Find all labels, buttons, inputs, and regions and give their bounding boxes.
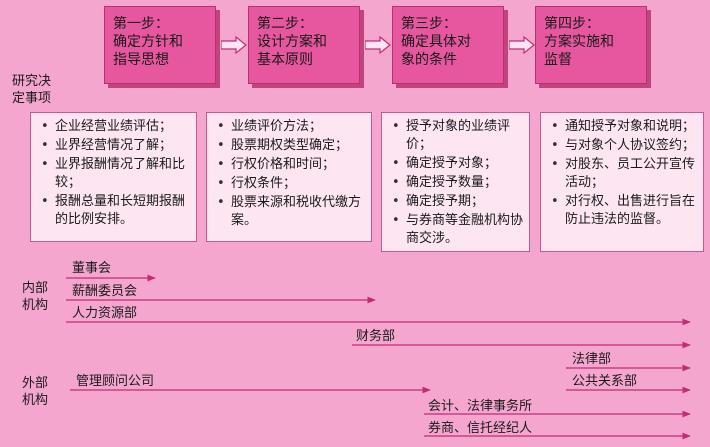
- detail-item: 确定授予对象；: [392, 155, 523, 173]
- org-pr-department: 公共关系部: [572, 374, 638, 389]
- detail-item: 对股东、员工公开宣传活动；: [551, 156, 697, 192]
- detail-item: 通知授予对象和说明；: [551, 118, 697, 136]
- detail-item: 业界报酬情况了解和比较；: [41, 156, 190, 192]
- external-orgs-label: 外部 机构: [22, 376, 49, 408]
- org-hr-department: 人力资源部: [72, 306, 138, 321]
- detail-item: 与券商等金融机构协商交涉。: [392, 212, 523, 248]
- research-items-label: 研究决 定事项: [12, 74, 52, 106]
- detail-item: 股票期权类型确定；: [217, 137, 365, 155]
- step-1-text-line1: 确定方针和: [113, 34, 183, 50]
- step-3-box: 第三步： 确定具体对 象的条件: [392, 6, 504, 84]
- org-accounting-law-firm: 会计、法律事务所: [428, 399, 533, 414]
- detail-item: 确定授予数量；: [392, 174, 523, 192]
- step-2-details: 业绩评价方法； 股票期权类型确定； 行权价格和时间； 行权条件； 股票来源和税收…: [206, 112, 372, 242]
- step-1-title: 第一步：: [113, 16, 169, 32]
- step-3-text-line2: 象的条件: [401, 52, 457, 68]
- step-2-text-line2: 基本原则: [257, 52, 313, 68]
- step-4-text-line2: 监督: [544, 52, 572, 68]
- step-2-text-line1: 设计方案和: [257, 34, 327, 50]
- step-arrow-icon: [221, 36, 247, 54]
- org-compensation-committee: 薪酬委员会: [72, 284, 138, 299]
- step-1-text-line2: 指导思想: [113, 52, 169, 68]
- org-finance-department: 财务部: [356, 329, 396, 344]
- step-arrow-icon: [365, 36, 391, 54]
- org-legal-department: 法律部: [572, 352, 612, 367]
- step-4-box: 第四步： 方案实施和 监督: [535, 6, 647, 84]
- detail-item: 与对象个人协议签约；: [551, 137, 697, 155]
- step-4-text-line1: 方案实施和: [544, 34, 614, 50]
- detail-item: 报酬总量和长短期报酬的比例安排。: [41, 193, 190, 229]
- detail-item: 企业经营业绩评估；: [41, 118, 190, 136]
- step-2-box: 第二步： 设计方案和 基本原则: [248, 6, 360, 84]
- detail-item: 业界经营情况了解；: [41, 137, 190, 155]
- detail-item: 行权条件；: [217, 175, 365, 193]
- org-management-consultancy: 管理顾问公司: [76, 374, 155, 389]
- step-1-details: 企业经营业绩评估； 业界经营情况了解； 业界报酬情况了解和比较； 报酬总量和长短…: [30, 112, 197, 242]
- step-2-title: 第二步：: [257, 16, 313, 32]
- step-1-box: 第一步： 确定方针和 指导思想: [104, 6, 216, 84]
- step-4-details: 通知授予对象和说明； 与对象个人协议签约； 对股东、员工公开宣传活动； 对行权、…: [540, 112, 704, 252]
- detail-item: 行权价格和时间；: [217, 156, 365, 174]
- step-4-title: 第四步：: [544, 16, 600, 32]
- detail-item: 授予对象的业绩评价；: [392, 118, 523, 154]
- org-brokers-trust: 券商、信托经纪人: [428, 421, 533, 436]
- detail-item: 确定授予期；: [392, 193, 523, 211]
- org-board: 董事会: [72, 261, 112, 276]
- detail-item: 对行权、出售进行旨在防止违法的监督。: [551, 193, 697, 229]
- detail-item: 业绩评价方法；: [217, 118, 365, 136]
- step-arrow-icon: [509, 36, 535, 54]
- internal-orgs-label: 内部 机构: [22, 281, 49, 313]
- step-3-details: 授予对象的业绩评价； 确定授予对象； 确定授予数量； 确定授予期； 与券商等金融…: [381, 112, 530, 252]
- step-3-title: 第三步：: [401, 16, 457, 32]
- step-3-text-line1: 确定具体对: [401, 34, 471, 50]
- detail-item: 股票来源和税收代缴方案。: [217, 194, 365, 230]
